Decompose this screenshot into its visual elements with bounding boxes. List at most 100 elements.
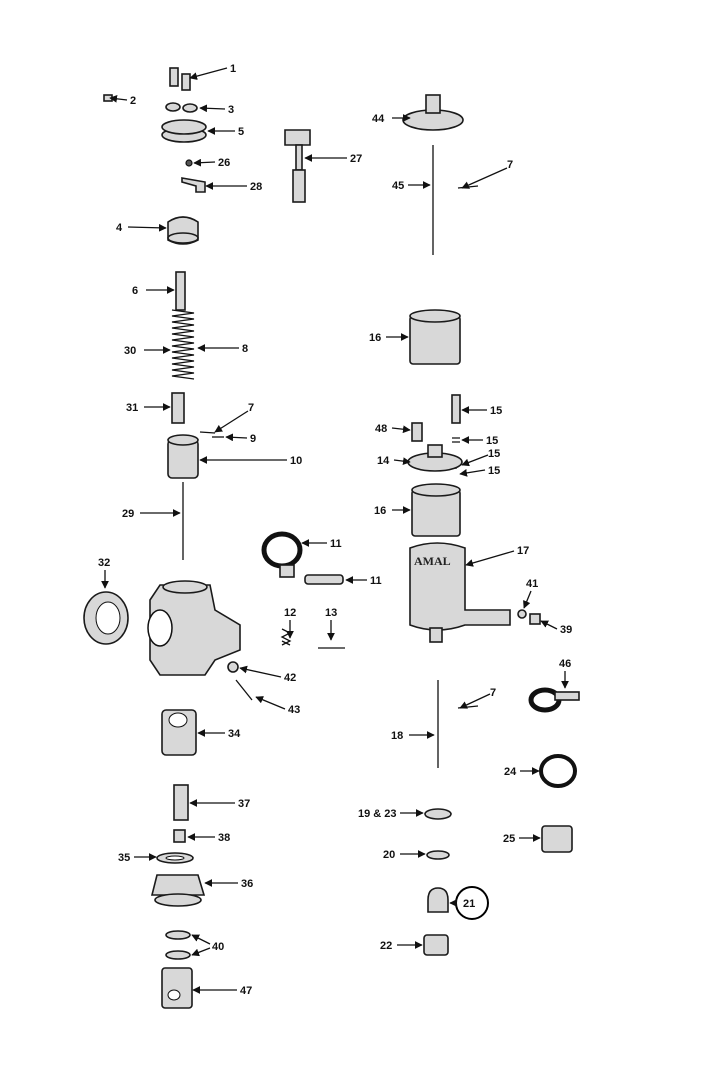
callout-35: 35 — [118, 852, 157, 864]
part-number-label: 35 — [118, 852, 130, 864]
callout-7: 7 — [459, 687, 496, 709]
callout-7: 7 — [214, 402, 254, 433]
part-number-label: 19 & 23 — [358, 808, 397, 820]
part-number-label: 21 — [463, 898, 475, 910]
part-banjo-47 — [161, 967, 193, 1009]
part-spring-12 — [280, 628, 292, 646]
callout-4: 4 — [116, 222, 167, 234]
part-washer-20 — [426, 850, 450, 860]
part-number-label: 7 — [490, 687, 496, 699]
part-body-main — [147, 580, 241, 676]
part-tube-31 — [171, 392, 185, 424]
leader-arrow — [393, 457, 411, 465]
part-number-label: 42 — [284, 672, 296, 684]
callout-31: 31 — [126, 402, 171, 414]
leader-arrow — [191, 947, 211, 957]
callout-18: 18 — [391, 730, 435, 742]
part-number-label: 15 — [488, 465, 500, 477]
part-number-label: 17 — [517, 545, 529, 557]
part-throttle-valve-10 — [167, 434, 199, 479]
callout-8: 8 — [197, 343, 248, 355]
part-number-label: 47 — [240, 985, 252, 997]
callout-38: 38 — [187, 832, 230, 844]
callout-21: 21 — [449, 898, 475, 910]
leader-arrow — [193, 158, 216, 167]
leader-arrow — [225, 433, 248, 442]
callout-12: 12 — [284, 607, 296, 639]
part-nuts-3 — [165, 102, 198, 113]
part-float-16-bottom — [411, 483, 461, 537]
leader-arrow — [459, 469, 486, 477]
leader-arrow — [191, 934, 211, 945]
part-number-label: 27 — [350, 153, 362, 165]
part-washers-40 — [165, 930, 191, 960]
part-needle-18 — [437, 680, 479, 768]
callout-26: 26 — [193, 157, 230, 169]
part-number-label: 4 — [116, 222, 123, 234]
part-nut-36 — [150, 874, 206, 907]
part-42-43 — [227, 661, 253, 701]
part-float-chamber-34 — [161, 709, 197, 756]
part-banjo-46 — [528, 687, 580, 713]
part-26-28 — [181, 159, 206, 193]
callout-47: 47 — [192, 985, 252, 997]
part-number-label: 37 — [238, 798, 250, 810]
callout-15: 15 — [461, 405, 502, 417]
part-number-label: 44 — [372, 113, 385, 125]
part-screws-1 — [169, 67, 191, 91]
callout-15: 15 — [461, 435, 498, 447]
callout-29: 29 — [122, 508, 181, 520]
callout-36: 36 — [204, 878, 253, 890]
callout-15: 15 — [461, 448, 500, 467]
part-number-label: 45 — [392, 180, 404, 192]
part-number-label: 7 — [507, 159, 513, 171]
part-spring-8 — [171, 309, 195, 380]
part-41-39 — [517, 609, 541, 625]
callout-16: 16 — [369, 332, 409, 344]
part-ring-5 — [161, 119, 207, 143]
part-top-44 — [402, 94, 464, 131]
leader-arrow — [523, 590, 532, 609]
part-number-label: 5 — [238, 126, 244, 138]
part-adapter-32 — [83, 591, 129, 645]
callout-13: 13 — [325, 607, 337, 641]
leader-arrow — [465, 550, 515, 567]
part-number-label: 18 — [391, 730, 403, 742]
part-number-label: 14 — [377, 455, 390, 467]
callout-17: 17 — [465, 545, 529, 567]
part-number-label: 29 — [122, 508, 134, 520]
part-float-16-top — [409, 309, 461, 365]
part-number-label: 1 — [230, 63, 236, 75]
callout-28: 28 — [205, 181, 262, 193]
callout-20: 20 — [383, 849, 426, 861]
callout-30: 30 — [124, 345, 171, 357]
part-number-label: 34 — [228, 728, 241, 740]
part-number-label: 43 — [288, 704, 300, 716]
part-cap-4 — [167, 216, 199, 245]
part-number-label: 40 — [212, 941, 224, 953]
callout-10: 10 — [199, 455, 302, 467]
part-nut-25 — [541, 825, 573, 853]
callout-48: 48 — [375, 423, 411, 435]
leader-arrow — [109, 94, 128, 103]
callout-14: 14 — [377, 455, 411, 467]
callout-43: 43 — [255, 696, 300, 716]
callout-40: 40 — [191, 934, 224, 957]
part-number-label: 7 — [248, 402, 254, 414]
callout-45: 45 — [392, 180, 431, 192]
part-number-label: 36 — [241, 878, 253, 890]
callout-41: 41 — [523, 578, 538, 609]
callout-22: 22 — [380, 940, 423, 952]
callout-3: 3 — [199, 104, 234, 116]
part-number-label: 30 — [124, 345, 136, 357]
leader-arrow — [391, 425, 411, 434]
callout-16: 16 — [374, 505, 411, 517]
callout-44: 44 — [372, 113, 411, 125]
part-number-label: 15 — [488, 448, 500, 460]
part-number-label: 12 — [284, 607, 296, 619]
part-washer-19-23 — [424, 808, 452, 820]
part-number-label: 15 — [490, 405, 502, 417]
part-number-label: 48 — [375, 423, 387, 435]
part-clip-11 — [261, 531, 303, 578]
